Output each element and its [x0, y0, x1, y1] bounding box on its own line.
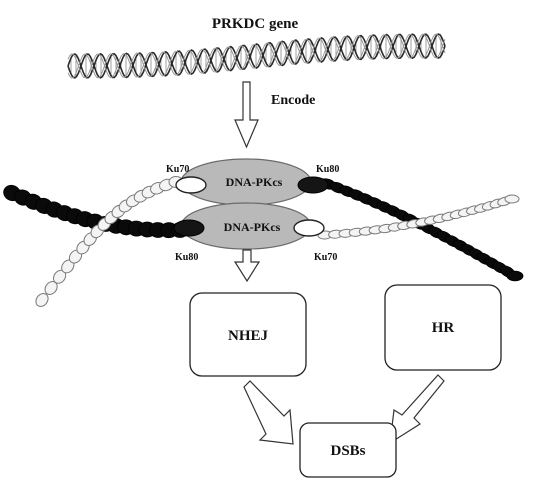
- gene-title: PRKDC gene: [212, 16, 299, 32]
- dna-pk-complex: [173, 158, 329, 250]
- right-black-strand: [319, 178, 524, 282]
- nhej-box: [189, 292, 307, 377]
- ku80-bottom-shape: [173, 219, 205, 237]
- complex-to-nhej-arrow: [233, 249, 261, 283]
- encode-arrow: [234, 81, 259, 149]
- ku70-top-shape: [175, 176, 207, 194]
- hr-to-dsbs-arrow: [389, 374, 445, 445]
- nhej-to-dsbs-arrow: [243, 380, 294, 445]
- nhej-label: NHEJ: [228, 328, 269, 344]
- ku70-top-label: Ku70: [166, 164, 189, 175]
- ku80-top-shape: [297, 176, 329, 194]
- encode-label: Encode: [271, 93, 315, 108]
- dna-strands: [3, 176, 524, 307]
- ku70-bottom-label: Ku70: [314, 252, 337, 263]
- dnapkcs-top-label: DNA-PKcs: [226, 175, 283, 189]
- dsbs-label: DSBs: [330, 443, 365, 459]
- dnapkcs-bottom-label: DNA-PKcs: [224, 220, 281, 234]
- ku80-top-label: Ku80: [316, 164, 339, 175]
- hr-label: HR: [432, 320, 455, 336]
- right-white-strand: [317, 194, 520, 240]
- ku70-bottom-shape: [293, 219, 325, 237]
- left-white-strand: [35, 176, 184, 307]
- dsbs-box: [299, 422, 397, 478]
- hr-box: [384, 284, 502, 371]
- dna-helix-icon: [67, 33, 446, 79]
- ku80-bottom-label: Ku80: [175, 252, 198, 263]
